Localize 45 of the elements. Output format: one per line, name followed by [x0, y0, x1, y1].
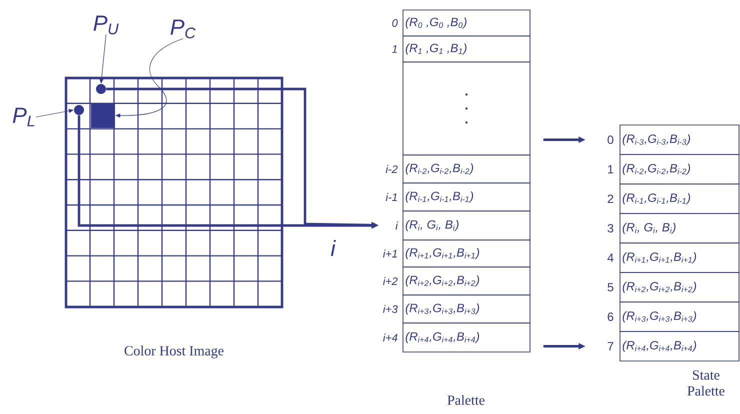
palette-row: (R$_{i}$, G$_{i}$, B$_{i}$) — [620, 213, 740, 244]
point-label: P$_{U}$ — [94, 16, 119, 34]
row-index: 4 — [607, 254, 614, 262]
current-pixel — [91, 103, 115, 128]
palette-row: (R$_{i+3}$,G$_{i+3}$,B$_{i+3}$) — [402, 294, 530, 324]
palette-row: (R$_{i-3}$,G$_{i-3}$,B$_{i-3}$) — [620, 124, 740, 155]
palette-row: (R$_{i+1}$,G$_{i+1}$,B$_{i+1}$) — [402, 240, 530, 268]
image-caption: Color Host Image — [124, 346, 224, 358]
row-index: 5 — [608, 283, 614, 292]
palette-caption: State Palette — [687, 370, 724, 396]
row-index: 3 — [608, 224, 614, 232]
row-index: 7 — [608, 342, 614, 350]
row-index: 1 — [392, 45, 397, 53]
palette-row: (R$_{i+1}$,G$_{i+1}$,B$_{i+1}$) — [620, 242, 740, 273]
edge-label: i — [330, 240, 336, 256]
point-label: P$_{L}$ — [12, 108, 34, 126]
palette-row: (R$_{i-2}$,G$_{i-2}$,B$_{i-2}$) — [620, 154, 740, 184]
palette-row: (R$_{i+2}$,G$_{i+2}$,B$_{i+2}$) — [620, 272, 740, 302]
palette-row: (R$_{i+4}$,G$_{i+4}$,B$_{i+4}$) — [620, 331, 740, 362]
row-index: 6 — [608, 312, 614, 321]
pixel-dot — [96, 84, 106, 94]
row-index: i+2 — [383, 277, 398, 285]
row-index: i — [396, 222, 398, 230]
row-index: i+3 — [383, 304, 398, 314]
row-index: 0 — [392, 19, 398, 27]
palette-caption: Palette — [447, 395, 484, 405]
row-index: i+4 — [383, 334, 398, 342]
palette-row: (R$_{0}$ ,G$_{0}$ ,B$_{0}$) — [402, 10, 530, 36]
palette-row: (R$_{i-1}$,G$_{i-1}$,B$_{i-1}$) — [402, 182, 530, 212]
palette-row: (R$_{1}$ ,G$_{1}$ ,B$_{1}$) — [402, 36, 530, 62]
row-index: 2 — [608, 194, 614, 203]
palette-row: (R$_{i}$, G$_{i}$, B$_{i}$) — [402, 210, 530, 240]
point-label: P$_{C}$ — [170, 20, 196, 38]
row-index: 1 — [608, 165, 614, 174]
pixel-dot — [74, 105, 84, 115]
palette-row: (R$_{i+2}$,G$_{i+2}$,B$_{i+2}$) — [402, 266, 530, 296]
row-index: i-2 — [386, 165, 398, 173]
row-index: 0 — [608, 136, 614, 144]
palette-row: (R$_{i-1}$,G$_{i-1}$,B$_{i-1}$) — [620, 184, 740, 214]
row-index: i-1 — [386, 193, 397, 201]
palette-row: (R$_{i-2}$,G$_{i-2}$,B$_{i-2}$) — [402, 154, 530, 184]
palette-row: (R$_{i+3}$,G$_{i+3}$,B$_{i+3}$) — [620, 302, 740, 332]
ellipsis-row — [402, 62, 530, 156]
row-index: i+1 — [383, 250, 397, 258]
palette-row: (R$_{i+4}$,G$_{i+4}$,B$_{i+4}$) — [402, 322, 530, 352]
